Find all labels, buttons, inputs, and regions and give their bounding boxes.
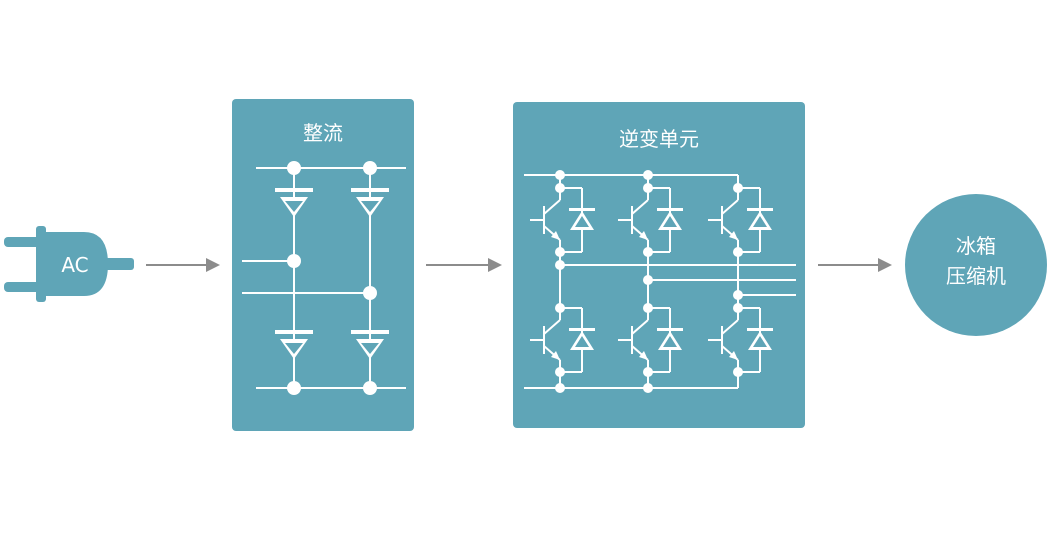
compressor-label-line2: 压缩机 xyxy=(946,264,1006,288)
compressor-label-line1: 冰箱 xyxy=(956,234,996,258)
compressor-label: 冰箱 压缩机 xyxy=(905,231,1047,291)
inverter-block xyxy=(513,102,805,428)
ac-label: AC xyxy=(61,253,89,277)
rectifier-block xyxy=(232,99,414,431)
arrow-inverter-to-compressor xyxy=(818,258,892,272)
rectifier-title: 整流 xyxy=(303,121,343,145)
arrow-ac-to-rectifier xyxy=(146,258,220,272)
compressor-node xyxy=(905,194,1047,336)
rectifier-bridge-circuit xyxy=(242,161,406,395)
inverter-igbt-circuit xyxy=(524,170,796,393)
arrow-rectifier-to-inverter xyxy=(426,258,502,272)
ac-plug-icon xyxy=(4,226,134,302)
inverter-title: 逆变单元 xyxy=(619,127,699,151)
